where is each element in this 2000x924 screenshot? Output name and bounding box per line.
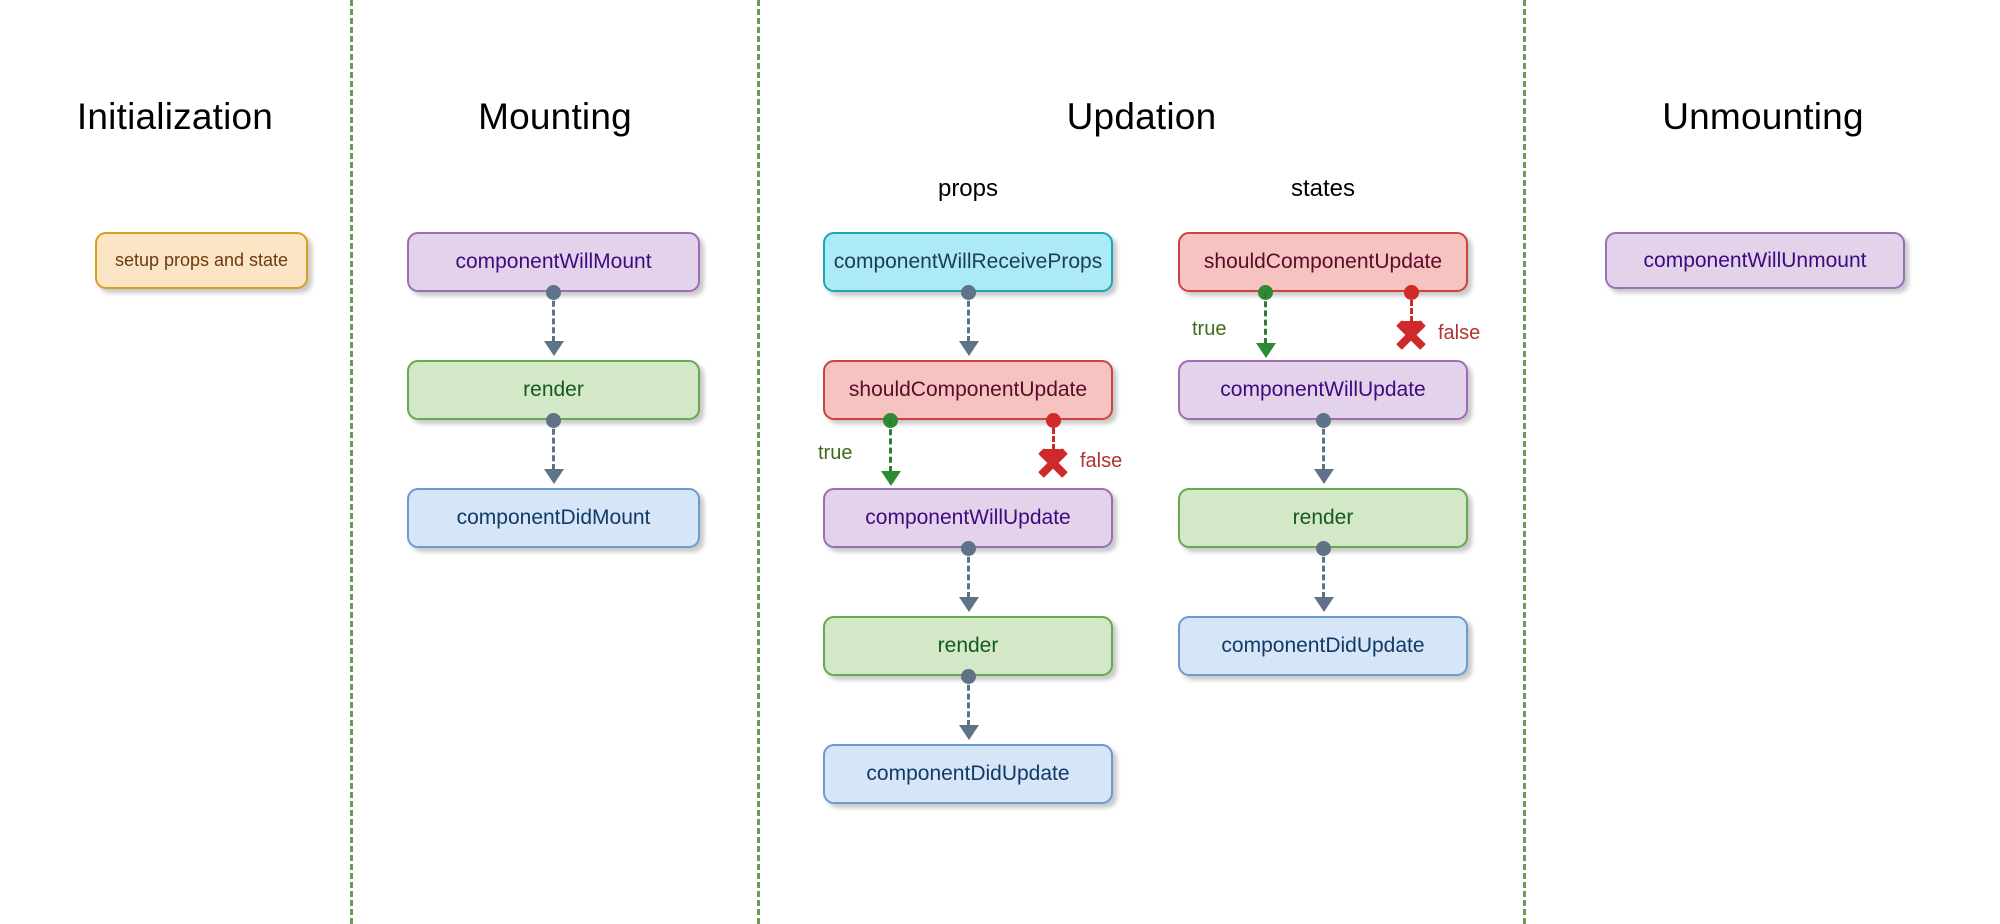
node-component-did-mount[interactable]: componentDidMount bbox=[407, 488, 700, 548]
node-component-will-mount[interactable]: componentWillMount bbox=[407, 232, 700, 292]
connector-arrow-props-2 bbox=[959, 597, 979, 612]
branch-arrow-states-true bbox=[1256, 343, 1276, 358]
connector-arrow-states-1 bbox=[1314, 469, 1334, 484]
column-title-updation: Updation bbox=[1066, 96, 1217, 137]
branch-line-props-true bbox=[889, 420, 892, 472]
branch-line-props-false bbox=[1052, 420, 1055, 450]
node-component-will-receive-props[interactable]: componentWillReceiveProps bbox=[823, 232, 1113, 292]
node-props-should-component-update[interactable]: shouldComponentUpdate bbox=[823, 360, 1113, 420]
column-title-unmounting: Unmounting bbox=[1662, 96, 1864, 137]
connector-arrow-props-3 bbox=[959, 725, 979, 740]
branch-line-states-true bbox=[1264, 292, 1267, 344]
subtitle-states: states bbox=[1290, 175, 1356, 202]
connector-arrow-props-1 bbox=[959, 341, 979, 356]
node-component-will-unmount[interactable]: componentWillUnmount bbox=[1605, 232, 1905, 289]
branch-label-props-false: false bbox=[1080, 450, 1123, 472]
node-states-render[interactable]: render bbox=[1178, 488, 1468, 548]
branch-label-states-false: false bbox=[1438, 322, 1481, 344]
connector-line-mount-1 bbox=[552, 292, 555, 342]
column-title-initialization: Initialization bbox=[76, 96, 274, 137]
branch-arrow-props-true bbox=[881, 471, 901, 486]
subtitle-props: props bbox=[937, 175, 999, 202]
divider-initialization-mounting bbox=[350, 0, 353, 924]
node-states-should-component-update[interactable]: shouldComponentUpdate bbox=[1178, 232, 1468, 292]
connector-line-states-1 bbox=[1322, 420, 1325, 470]
node-states-component-will-update[interactable]: componentWillUpdate bbox=[1178, 360, 1468, 420]
connector-arrow-mount-1 bbox=[544, 341, 564, 356]
connector-line-states-2 bbox=[1322, 548, 1325, 598]
divider-updation-unmounting bbox=[1523, 0, 1526, 924]
branch-label-states-true: true bbox=[1192, 318, 1227, 340]
connector-line-props-3 bbox=[967, 676, 970, 726]
connector-arrow-states-2 bbox=[1314, 597, 1334, 612]
branch-line-states-false bbox=[1410, 292, 1413, 322]
branch-label-props-true: true bbox=[818, 442, 853, 464]
node-setup-props-and-state[interactable]: setup props and state bbox=[95, 232, 308, 289]
blocked-x-icon-states bbox=[1394, 318, 1428, 352]
node-mount-render[interactable]: render bbox=[407, 360, 700, 420]
node-states-component-did-update[interactable]: componentDidUpdate bbox=[1178, 616, 1468, 676]
connector-line-props-2 bbox=[967, 548, 970, 598]
node-props-component-did-update[interactable]: componentDidUpdate bbox=[823, 744, 1113, 804]
connector-line-props-1 bbox=[967, 292, 970, 342]
divider-mounting-updation bbox=[757, 0, 760, 924]
node-props-render[interactable]: render bbox=[823, 616, 1113, 676]
connector-line-mount-2 bbox=[552, 420, 555, 470]
blocked-x-icon-props bbox=[1036, 446, 1070, 480]
column-title-mounting: Mounting bbox=[478, 96, 632, 137]
connector-arrow-mount-2 bbox=[544, 469, 564, 484]
node-props-component-will-update[interactable]: componentWillUpdate bbox=[823, 488, 1113, 548]
